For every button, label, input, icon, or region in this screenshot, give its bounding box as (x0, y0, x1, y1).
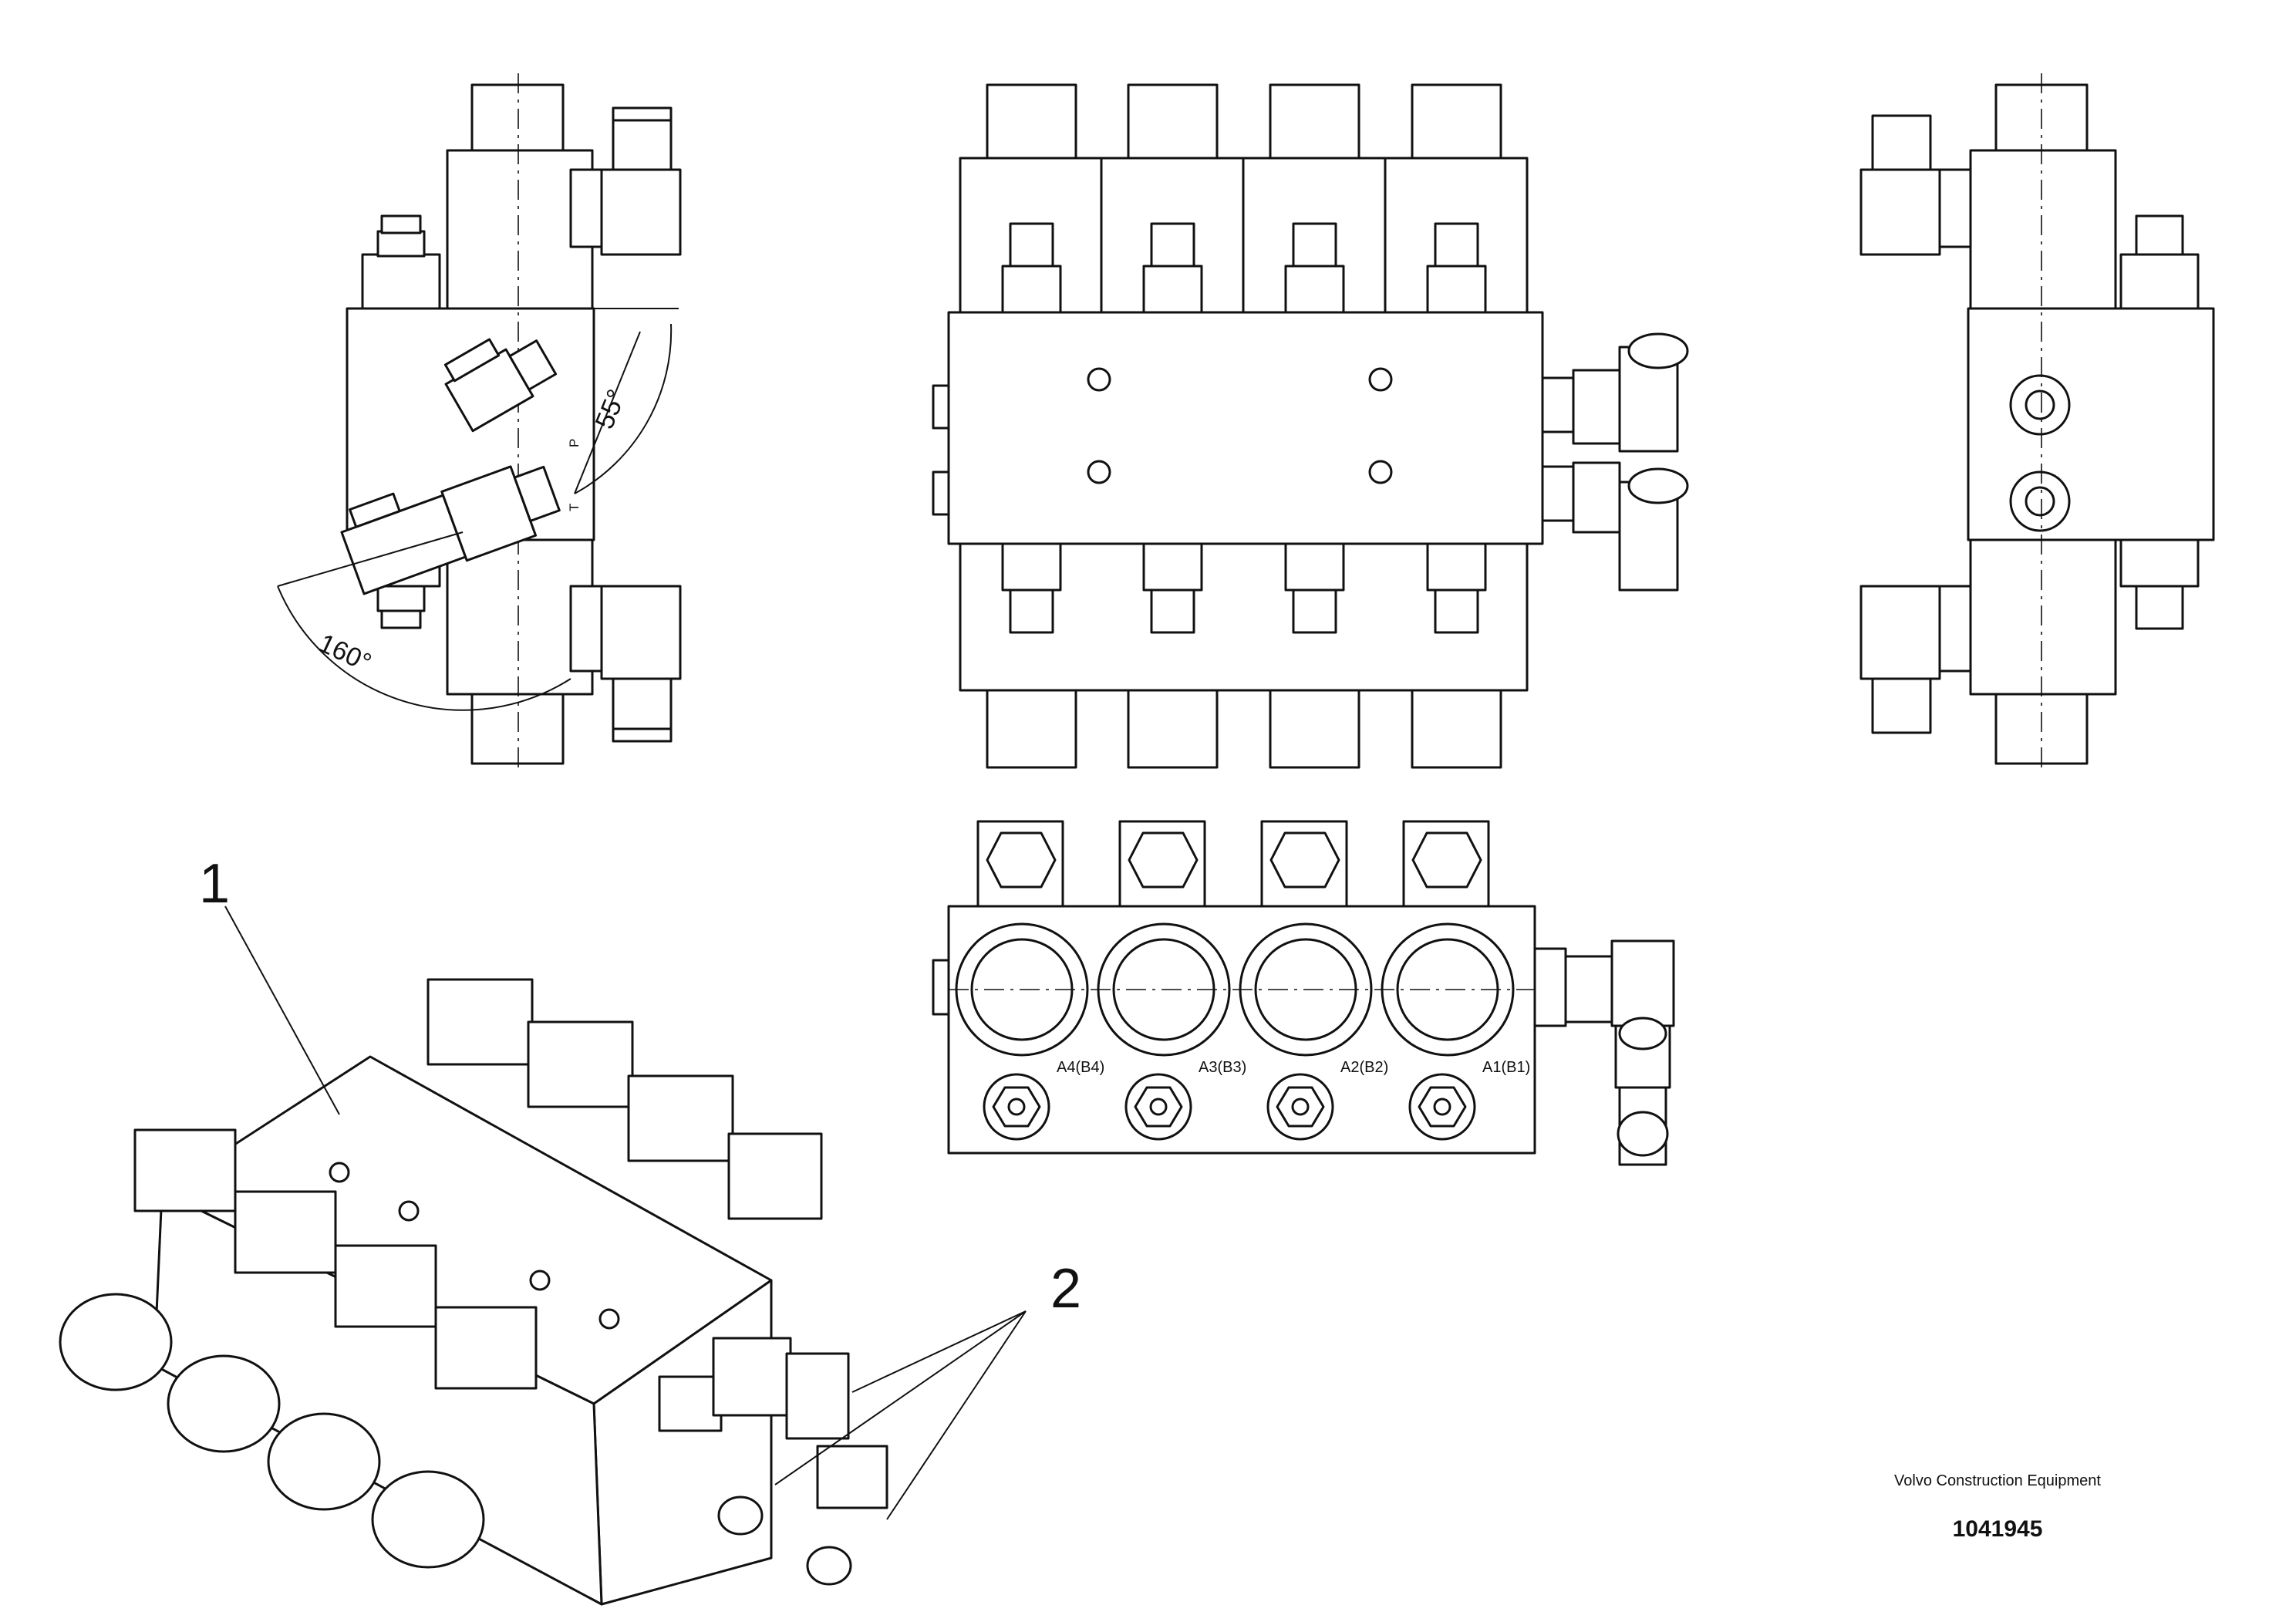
right-side-view (1859, 73, 2215, 771)
iso-solenoids-rear (426, 978, 823, 1220)
hex-plugs (986, 831, 1482, 889)
port-label-a1: A1(B1) (1482, 1059, 1530, 1076)
port-label-a2: A2(B2) (1340, 1059, 1388, 1076)
iso-spool-caps (59, 1293, 485, 1569)
document-number: 1041945 (1952, 1516, 2043, 1542)
override-pins-top (1001, 222, 1487, 314)
port-marking-p: P (567, 439, 582, 447)
spool-bottom (986, 689, 1502, 769)
callout-2: 2 (1050, 1258, 1081, 1320)
angle-55-label: 55° (590, 386, 632, 433)
override-pins-bottom (1001, 542, 1487, 634)
front-view (932, 83, 1689, 769)
angle-160-label: 160° (314, 629, 376, 678)
spool-top (986, 83, 1502, 160)
callout-1: 1 (199, 853, 230, 915)
port-marking-t: T (567, 504, 582, 511)
bottom-view (932, 820, 1675, 1166)
company-name: Volvo Construction Equipment (1894, 1472, 2101, 1489)
iso-solenoids-front (133, 1128, 538, 1390)
work-ports (983, 1073, 1476, 1141)
port-label-a3: A3(B3) (1199, 1059, 1246, 1076)
mounting-holes (1087, 367, 1393, 484)
isometric-view (59, 905, 1027, 1606)
iso-fittings (658, 1337, 888, 1586)
left-side-view (277, 73, 682, 771)
port-label-a4: A4(B4) (1057, 1059, 1104, 1076)
iso-mount-holes (329, 1162, 620, 1330)
